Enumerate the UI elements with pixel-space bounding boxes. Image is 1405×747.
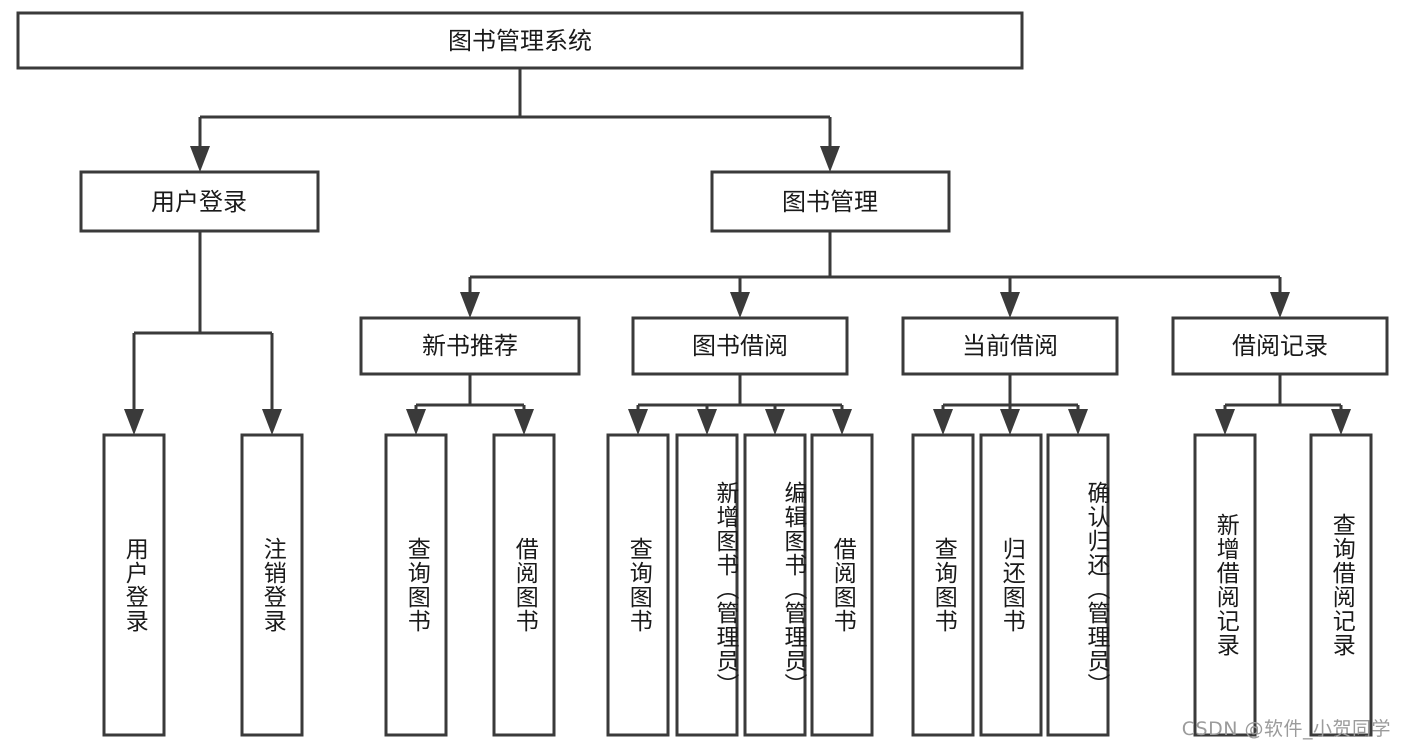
connector-group-root — [190, 68, 840, 172]
connector-group-book-borrow — [628, 374, 852, 435]
node-box-new-book-recommend[interactable] — [359, 316, 581, 376]
node-box-user-login[interactable] — [79, 170, 320, 233]
node-box-current-borrow[interactable] — [901, 316, 1119, 376]
node-label-borrow-record: 借阅记录 — [1232, 332, 1328, 360]
node-label-user-login: 用户登录 — [151, 188, 247, 216]
node-box-book-borrow[interactable] — [631, 316, 849, 376]
connector-group-borrow-record — [1215, 374, 1351, 435]
arrow-head-leaf-bb-3 — [765, 409, 785, 435]
arrow-head-leaf-cb-3 — [1068, 409, 1088, 435]
node-box-leaf-confirm-return-admin[interactable] — [1046, 433, 1110, 737]
arrow-head-new-book-recommend — [460, 292, 480, 318]
arrow-head-leaf-bb-4 — [832, 409, 852, 435]
arrow-head-borrow-record — [1270, 292, 1290, 318]
arrow-head-leaf-cb-1 — [933, 409, 953, 435]
node-label-book-borrow: 图书借阅 — [692, 332, 788, 360]
node-box-leaf-add-book-admin[interactable] — [675, 433, 739, 737]
node-box-leaf-borrow-book-bb[interactable] — [810, 433, 874, 737]
arrow-head-leaf-cb-2 — [1000, 409, 1020, 435]
connector-group-user-login — [124, 231, 282, 435]
arrow-head-leaf-nbr-1 — [406, 409, 426, 435]
node-box-leaf-edit-book-admin[interactable] — [743, 433, 807, 737]
arrow-head-user-login — [190, 146, 210, 172]
node-box-leaf-return-book[interactable] — [979, 433, 1043, 737]
node-box-root[interactable] — [16, 11, 1024, 70]
node-box-leaf-query-book-cb[interactable] — [911, 433, 975, 737]
node-box-leaf-logout[interactable] — [240, 433, 304, 737]
node-box-leaf-query-book-bb[interactable] — [606, 433, 670, 737]
arrow-head-book-borrow — [730, 292, 750, 318]
arrow-head-leaf-bb-2 — [697, 409, 717, 435]
node-box-leaf-borrow-book-nbr[interactable] — [492, 433, 556, 737]
node-label-root: 图书管理系统 — [448, 27, 592, 55]
watermark-text: CSDN @软件_小贺同学 — [1181, 718, 1391, 740]
arrow-head-leaf-br-1 — [1215, 409, 1235, 435]
arrow-head-leaf-user-login-2 — [262, 409, 282, 435]
connector-group-book-mgmt — [460, 231, 1290, 318]
node-box-borrow-record[interactable] — [1171, 316, 1389, 376]
node-label-new-book-recommend: 新书推荐 — [422, 332, 518, 360]
node-box-leaf-query-book-nbr[interactable] — [384, 433, 448, 737]
arrow-head-leaf-br-2 — [1331, 409, 1351, 435]
node-label-book-management: 图书管理 — [782, 188, 878, 216]
arrow-head-book-mgmt — [820, 146, 840, 172]
node-box-book-management[interactable] — [710, 170, 951, 233]
node-box-leaf-query-borrow-record[interactable] — [1309, 433, 1373, 737]
arrow-head-leaf-bb-1 — [628, 409, 648, 435]
connector-group-new-book-recommend — [406, 374, 534, 435]
arrow-head-leaf-nbr-2 — [514, 409, 534, 435]
connector-group-current-borrow — [933, 374, 1088, 435]
node-box-leaf-user-login[interactable] — [102, 433, 166, 737]
node-label-current-borrow: 当前借阅 — [962, 332, 1058, 360]
node-box-leaf-add-borrow-record[interactable] — [1193, 433, 1257, 737]
arrow-head-current-borrow — [1000, 292, 1020, 318]
arrow-head-leaf-user-login-1 — [124, 409, 144, 435]
